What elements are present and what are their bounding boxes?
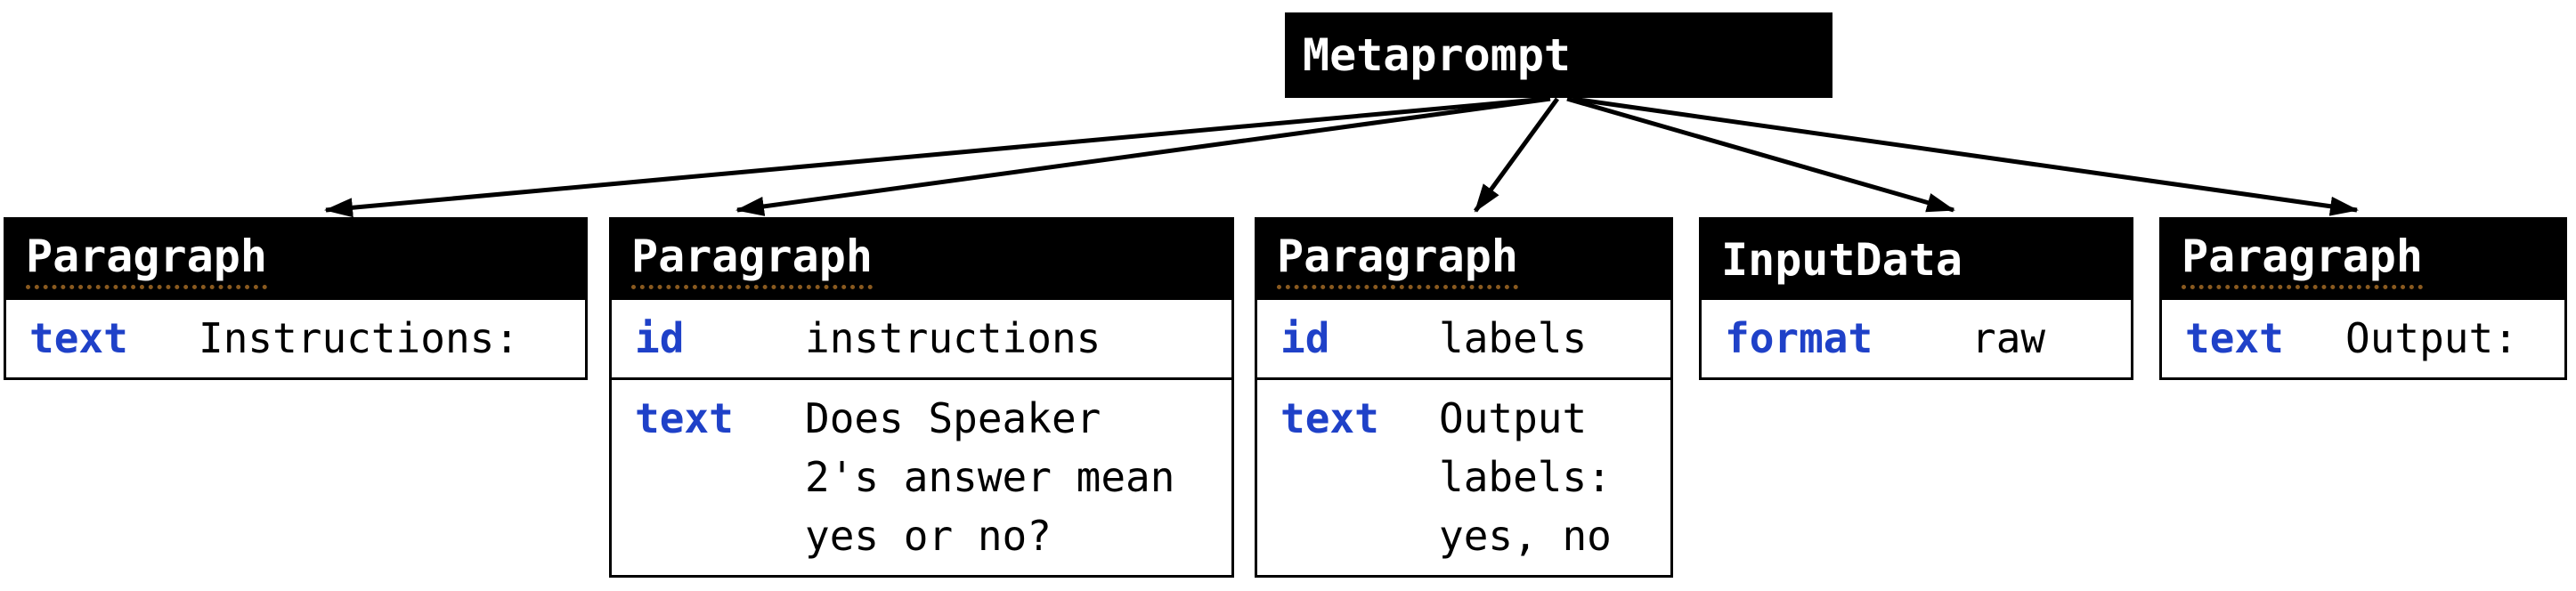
attribute-key: id xyxy=(1280,314,1330,362)
edge-arrow-to-node-1 xyxy=(324,96,1548,218)
edge-arrow-to-node-3 xyxy=(1473,97,1560,213)
node-metaprompt: Metaprompt xyxy=(1285,12,1832,98)
attribute-value: labels xyxy=(1439,314,1588,362)
attribute-value: instructions xyxy=(805,314,1101,362)
node-paragraph-instructions: Paragraph id instructions text Does Spea… xyxy=(609,217,1234,578)
node-paragraph-labels: Paragraph id labels text Output labels: … xyxy=(1255,217,1673,578)
node-header: Paragraph xyxy=(2162,220,2564,300)
node-title-link[interactable]: Paragraph xyxy=(631,231,873,289)
attribute-row: text Output labels: yes, no xyxy=(1257,377,1670,575)
attribute-row: text Does Speaker 2's answer mean yes or… xyxy=(612,377,1231,575)
node-title-link[interactable]: Paragraph xyxy=(26,231,267,289)
attribute-key: text xyxy=(2185,314,2284,362)
edge-arrow-to-node-5 xyxy=(1572,96,2359,216)
attribute-value: raw xyxy=(1971,314,2046,362)
node-header: Paragraph xyxy=(1257,220,1670,300)
node-paragraph-output-label: Paragraph text Output: xyxy=(2159,217,2567,380)
attribute-value: Instructions: xyxy=(199,314,520,362)
attribute-row: format raw xyxy=(1702,300,2131,377)
edge-arrow-to-node-4 xyxy=(1566,96,1955,213)
attribute-key: text xyxy=(29,314,128,362)
attribute-value: Output: xyxy=(2345,314,2518,362)
node-metaprompt-title: Metaprompt xyxy=(1303,29,1572,81)
node-title-link[interactable]: Paragraph xyxy=(1277,231,1518,289)
attribute-row: id instructions xyxy=(612,300,1231,377)
attribute-key: id xyxy=(635,314,685,362)
attribute-value: Does Speaker 2's answer mean yes or no? xyxy=(805,394,1175,560)
node-header: InputData xyxy=(1702,220,2131,300)
node-header: Paragraph xyxy=(6,220,585,300)
node-inputdata: InputData format raw xyxy=(1699,217,2133,380)
attribute-row: text Output: xyxy=(2162,300,2564,377)
attribute-value: Output labels: yes, no xyxy=(1439,394,1612,560)
attribute-key: text xyxy=(1280,394,1379,442)
attribute-key: format xyxy=(1725,314,1873,362)
edge-arrow-to-node-2 xyxy=(735,96,1551,216)
attribute-row: id labels xyxy=(1257,300,1670,377)
node-paragraph-instructions-label: Paragraph text Instructions: xyxy=(4,217,588,380)
node-header: Paragraph xyxy=(612,220,1231,300)
node-title-link[interactable]: Paragraph xyxy=(2182,231,2423,289)
attribute-key: text xyxy=(635,394,734,442)
node-title: InputData xyxy=(1721,234,1962,286)
attribute-row: text Instructions: xyxy=(6,300,585,377)
